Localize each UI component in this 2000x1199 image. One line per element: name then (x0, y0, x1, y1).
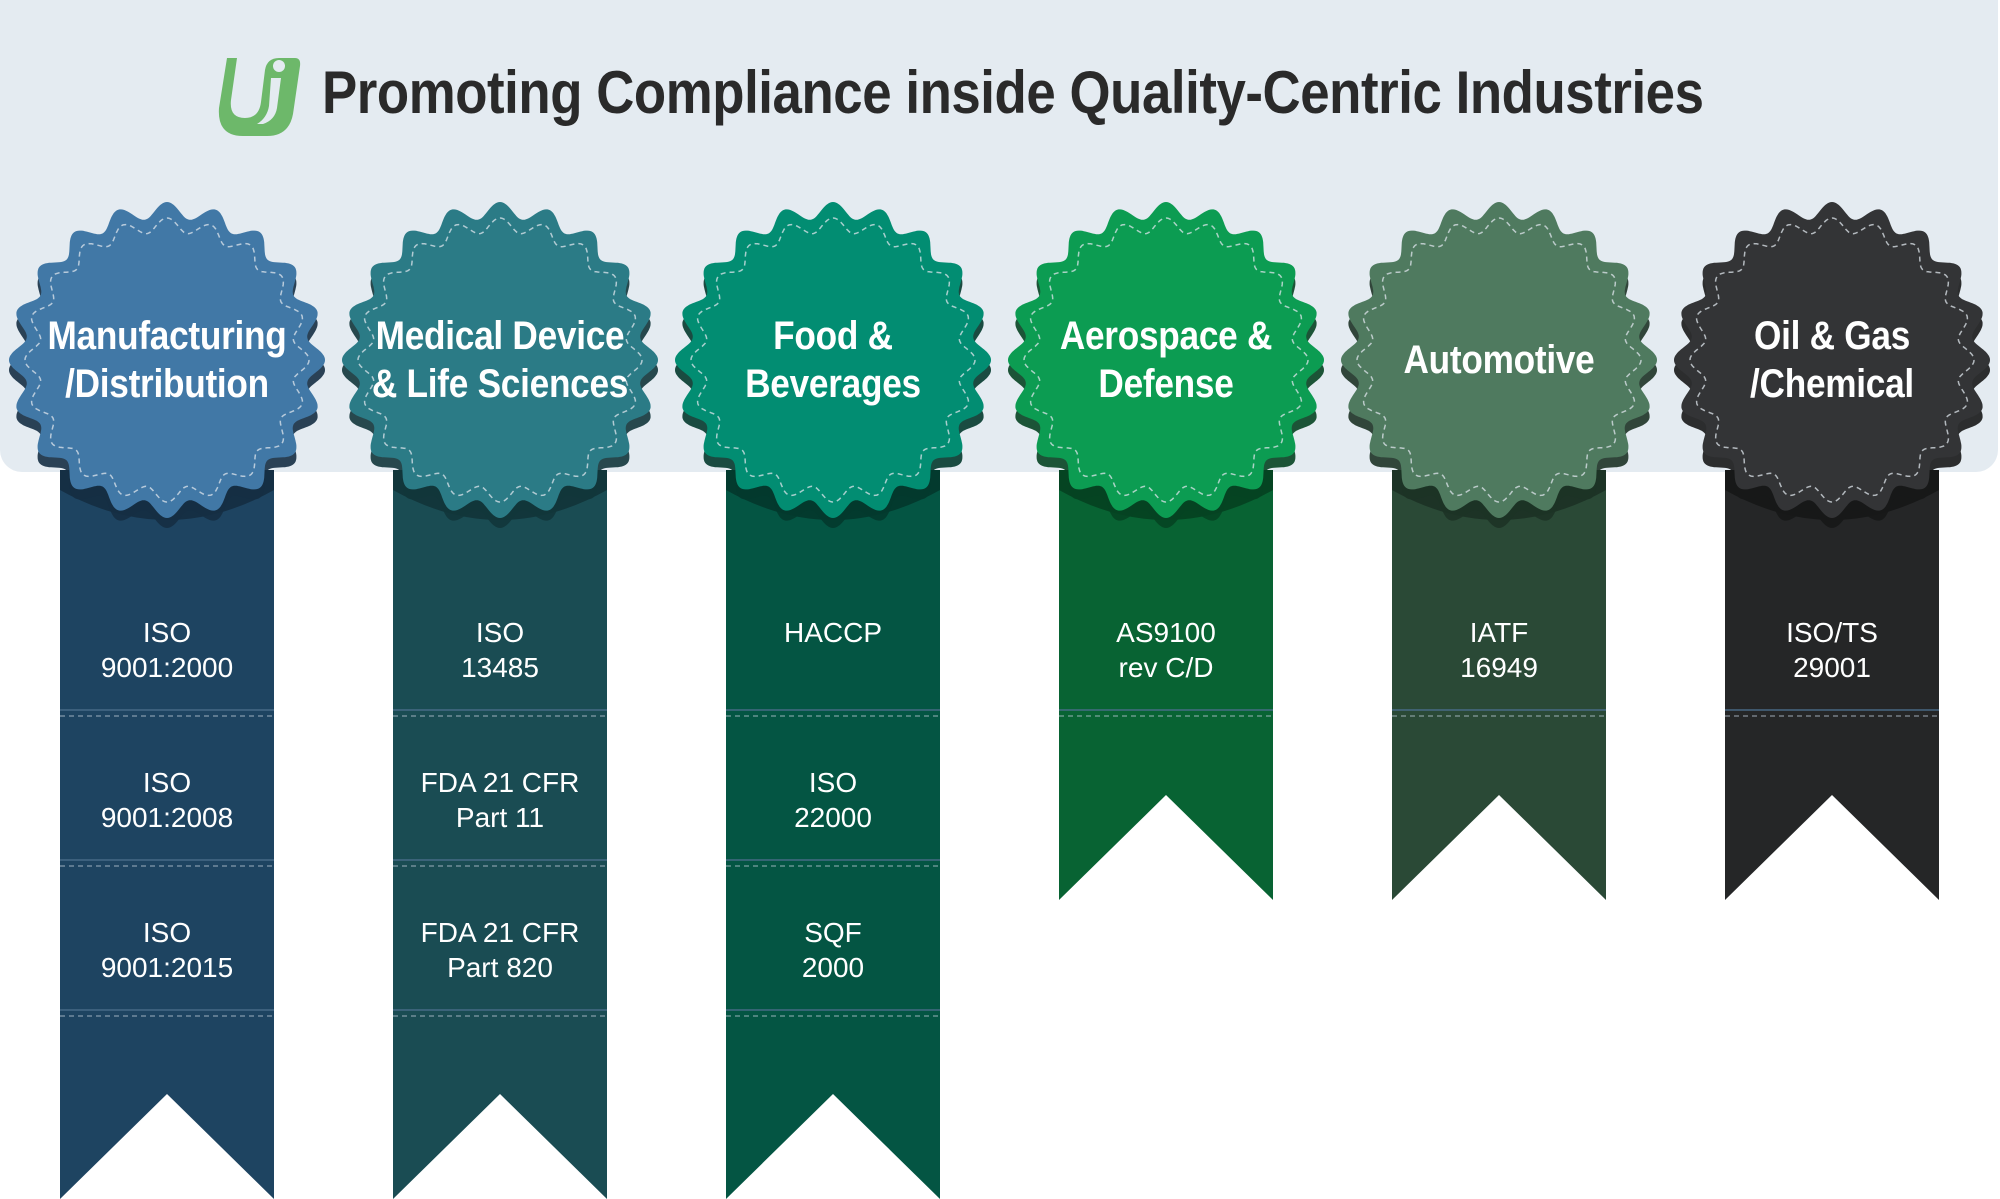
badge-fill (1674, 202, 1990, 518)
badge-seal (1008, 202, 1324, 528)
badge-stitch (1023, 217, 1309, 503)
badge-stitch (1356, 217, 1642, 503)
ribbon-body (1059, 470, 1273, 900)
industry-badge: Automotive (1332, 190, 1666, 530)
standard-label: FDA 21 CFR Part 11 (420, 767, 580, 833)
standard-label: ISO 9001:2000 (100, 617, 234, 683)
page-title: Promoting Compliance inside Quality-Cent… (322, 59, 1704, 126)
badge-seal (9, 202, 325, 528)
standard-label: AS9100 rev C/D (1116, 617, 1216, 683)
industry-badge: Medical Device & Life Sciences (333, 190, 667, 530)
badge-stitch (1689, 217, 1975, 503)
standard-label: HACCP (783, 617, 882, 648)
badge-seal (342, 202, 658, 528)
ribbon (1059, 470, 1273, 900)
logo-dot (273, 60, 285, 72)
industry-name: Oil & Gas /Chemical (1750, 314, 1914, 406)
standard-label: ISO 9001:2008 (100, 767, 234, 833)
standard-label: IATF 16949 (1460, 617, 1538, 683)
industry-name: Manufacturing /Distribution (47, 314, 287, 406)
ribbon (1392, 470, 1606, 900)
industry-name: Food & Beverages (745, 314, 921, 406)
badge-seal (1674, 202, 1990, 528)
industry-badge: Manufacturing /Distribution (0, 190, 334, 530)
ribbon-body (393, 470, 607, 1199)
header-band (0, 0, 1998, 472)
badge-fill (675, 202, 991, 518)
standard-label: ISO 9001:2015 (100, 917, 234, 983)
logo-inner-cut (257, 78, 281, 124)
industry-badge: Food & Beverages (666, 190, 1000, 530)
ribbon-body (1392, 470, 1606, 900)
standard-label: FDA 21 CFR Part 820 (420, 917, 580, 983)
badge-fill (342, 202, 658, 518)
standard-label: ISO/TS 29001 (1786, 617, 1878, 683)
ribbon (1725, 470, 1939, 900)
company-logo (218, 58, 301, 136)
logo-outer-stroke (218, 58, 301, 136)
ribbon-body (1725, 470, 1939, 900)
standard-label: SQF 2000 (801, 917, 865, 983)
badge-stitch (24, 217, 310, 503)
badge-fill (1341, 202, 1657, 518)
industry-badge: Aerospace & Defense (999, 190, 1333, 530)
ribbon-body (726, 470, 940, 1199)
badge-seal (675, 202, 991, 528)
industry-name: Automotive (1403, 338, 1595, 382)
badge-stitch (690, 217, 976, 503)
badge-fill (1008, 202, 1324, 518)
badge-stitch (357, 217, 643, 503)
badge-fill (9, 202, 325, 518)
ribbon-body (60, 470, 274, 1199)
industry-name: Medical Device & Life Sciences (371, 314, 629, 406)
standard-label: ISO 22000 (794, 767, 872, 833)
badge-seal (1341, 202, 1657, 528)
industry-badge: Oil & Gas /Chemical (1665, 190, 1999, 530)
industry-name: Aerospace & Defense (1059, 314, 1273, 406)
standard-label: ISO 13485 (461, 617, 539, 683)
